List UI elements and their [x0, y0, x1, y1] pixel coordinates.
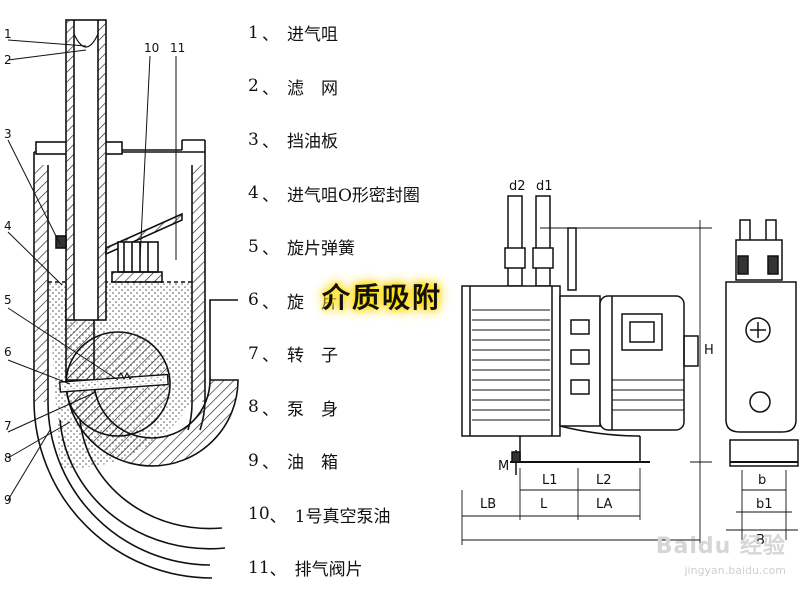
callout-2: 2 — [4, 53, 12, 67]
legend-item: 5、旋片弹簧 — [248, 220, 420, 274]
legend-item: 9、油 箱 — [248, 434, 420, 488]
end-view-drawing — [725, 219, 799, 540]
callout-3: 3 — [4, 127, 12, 141]
legend-item: 4、进气咀O形密封圈 — [248, 167, 420, 221]
legend-item: 8、泵 身 — [248, 381, 420, 435]
legend-label: 挡油板 — [287, 132, 338, 153]
o-ring — [55, 235, 67, 249]
dim-label-l: L — [540, 497, 548, 512]
legend-label: 泵 身 — [287, 399, 338, 420]
legend-item: 11、排气阀片 — [248, 541, 420, 595]
dim-label-lb: LB — [480, 497, 496, 512]
callout-1: 1 — [4, 27, 12, 41]
legend-label: 1号真空泵油 — [294, 506, 391, 527]
callout-11: 11 — [170, 41, 185, 55]
callout-4: 4 — [4, 219, 12, 233]
dim-label-d1: d1 — [536, 179, 553, 194]
callout-9: 9 — [4, 493, 12, 507]
legend-label: 滤 网 — [287, 78, 338, 99]
legend-item: 10、1号真空泵油 — [248, 488, 420, 542]
legend-item: 1、进气咀 — [248, 6, 420, 60]
filter-screen — [73, 33, 99, 48]
legend-label: 旋片弹簧 — [287, 239, 355, 260]
side-view-drawing — [461, 195, 712, 545]
callout-7: 7 — [4, 419, 12, 433]
overlay-title: 介质吸附 — [322, 281, 443, 314]
baidu-watermark: Baidu 经验 jingyan.baidu.com — [656, 528, 786, 577]
dim-label-b1: b1 — [756, 497, 773, 512]
legend-item: 3、挡油板 — [248, 113, 420, 167]
legend-label: 旋 片 — [287, 292, 338, 313]
intake-tube-d2 — [507, 195, 523, 287]
dim-label-d2: d2 — [509, 179, 526, 194]
watermark-url: jingyan.baidu.com — [684, 564, 786, 577]
legend-label: 进气咀O形密封圈 — [287, 185, 420, 206]
legend-item: 6、旋 片 — [248, 274, 420, 328]
dim-label-m: M — [498, 459, 509, 474]
legend-label: 转 子 — [287, 346, 338, 367]
motor-terminal-box — [621, 313, 663, 351]
dim-label-b: b — [758, 473, 766, 488]
dim-label-l2: L2 — [596, 473, 612, 488]
vane-spring — [117, 371, 134, 381]
oil-tank-outline — [33, 152, 213, 579]
end-view-port — [745, 317, 771, 343]
callout-leaders — [7, 39, 177, 501]
intake-tube-d1 — [535, 195, 551, 287]
legend-label: 油 箱 — [287, 453, 338, 474]
callout-8: 8 — [4, 451, 12, 465]
legend-item: 7、转 子 — [248, 327, 420, 381]
callout-10: 10 — [144, 41, 159, 55]
parts-legend: 1、进气咀 2、滤 网 3、挡油板 4、进气咀O形密封圈 5、旋片弹簧 6、旋 … — [248, 6, 420, 595]
cross-section-drawing — [33, 19, 239, 579]
watermark-logo-text: Baidu 经验 — [655, 534, 786, 559]
pump-housing — [461, 285, 561, 437]
legend-item: 2、滤 网 — [248, 60, 420, 114]
dim-label-big-b: B — [756, 533, 765, 548]
callout-5: 5 — [4, 293, 12, 307]
dim-label-h: H — [704, 343, 714, 358]
callout-6: 6 — [4, 345, 12, 359]
end-view-housing — [725, 281, 797, 433]
legend-label: 排气阀片 — [294, 560, 363, 581]
coupling-housing — [559, 295, 601, 427]
dim-label-l1: L1 — [542, 473, 558, 488]
legend-label: 进气咀 — [287, 25, 338, 46]
dim-label-la: LA — [596, 497, 613, 512]
